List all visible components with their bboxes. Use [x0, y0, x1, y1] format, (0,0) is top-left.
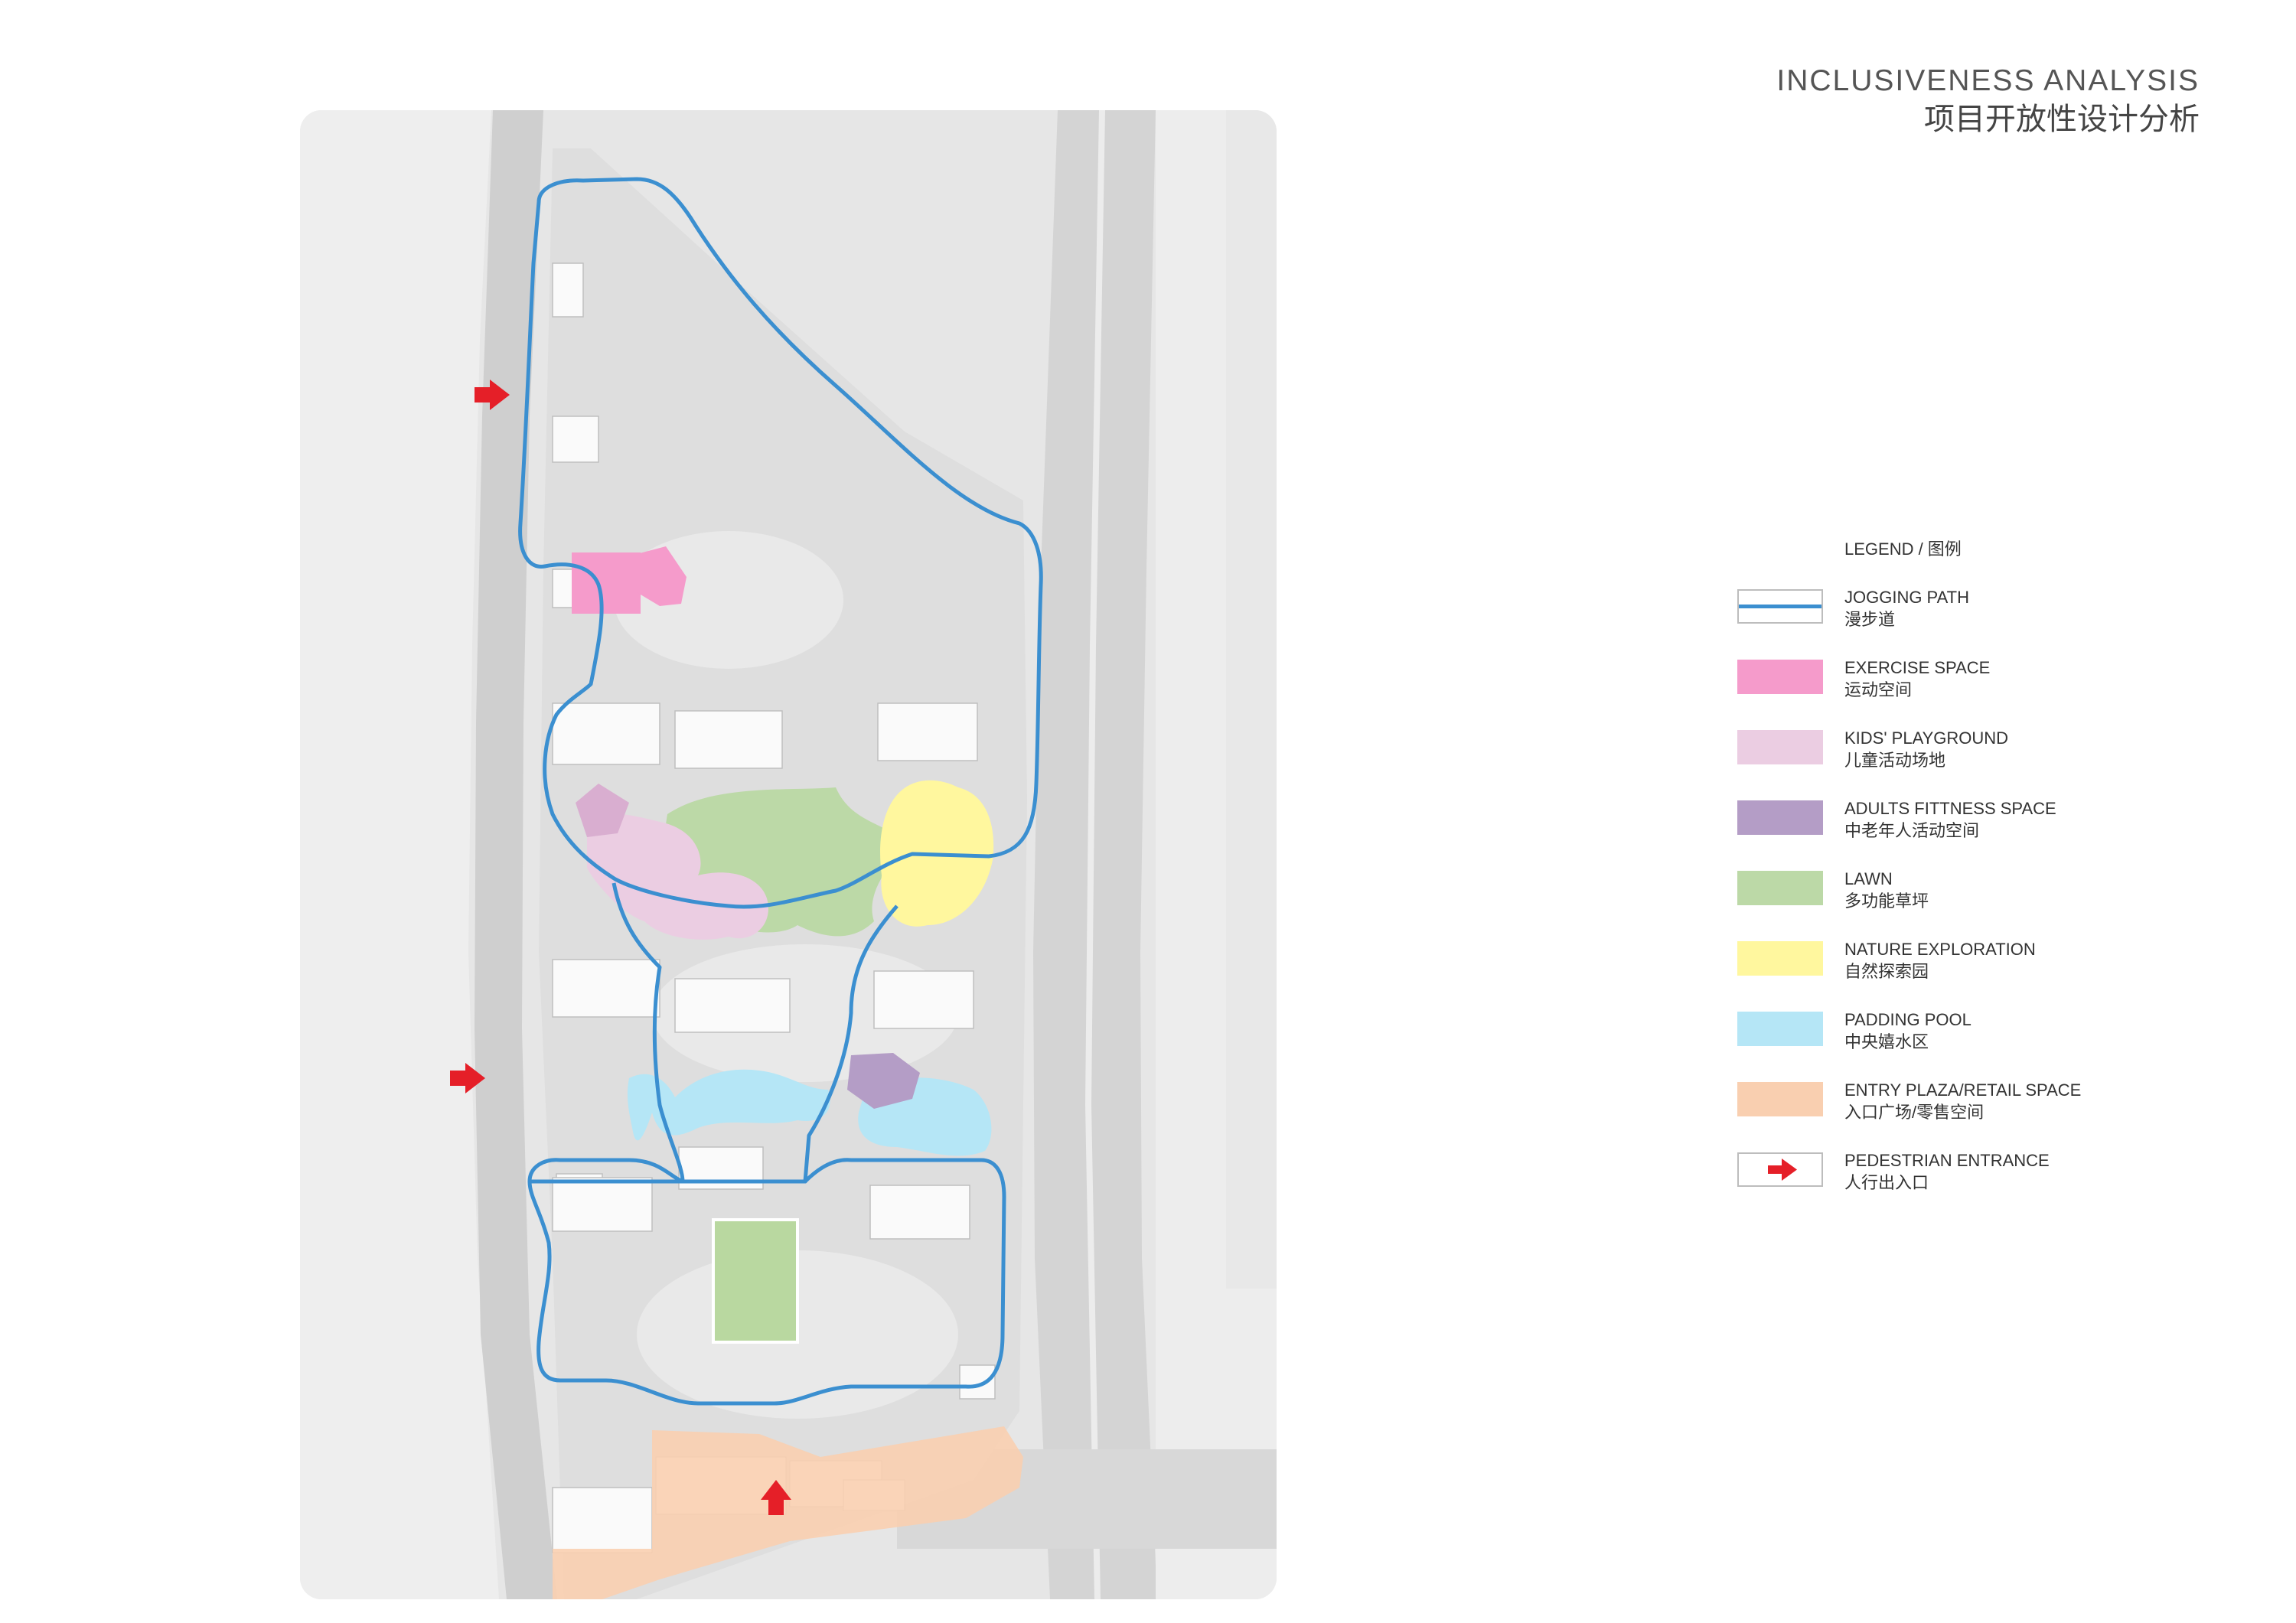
- title-block: INCLUSIVENESS ANALYSIS 项目开放性设计分析: [1776, 63, 2200, 139]
- legend-text: LAWN 多功能草坪: [1844, 868, 1929, 912]
- west-road: [475, 110, 557, 1599]
- legend-label-en: KIDS' PLAYGROUND: [1844, 728, 2009, 748]
- zone-exercise-space: [572, 552, 641, 614]
- zone-kids-playground-accent: [576, 784, 629, 837]
- exercise-space-swatch: [1737, 660, 1823, 694]
- title-chinese: 项目开放性设计分析: [1924, 103, 2200, 136]
- legend-label-cn: 中老年人活动空间: [1844, 821, 1980, 840]
- legend-label-cn: 人行出入口: [1844, 1173, 1929, 1192]
- legend-item-entry-plaza: ENTRY PLAZA/RETAIL SPACE 入口广场/零售空间: [1737, 1079, 2212, 1128]
- legend-item-pedestrian-entrance: PEDESTRIAN ENTRANCE 人行出入口: [1737, 1149, 2212, 1198]
- entrance-arrow-west: [450, 1063, 485, 1093]
- east-road-median: [1085, 110, 1105, 1599]
- legend-item-lawn: LAWN 多功能草坪: [1737, 868, 2212, 917]
- legend-title: LEGEND / 图例: [1844, 539, 1962, 559]
- legend-label-cn: 入口广场/零售空间: [1844, 1103, 1985, 1122]
- kids-playground-swatch: [1737, 730, 1823, 764]
- legend-label-cn: 中央嬉水区: [1844, 1032, 1929, 1051]
- east-road: [1033, 110, 1157, 1599]
- legend-item-padding-pool: PADDING POOL 中央嬉水区: [1737, 1009, 2212, 1058]
- zone-entry-plaza: [553, 1426, 1023, 1599]
- pedestrian-entrance-swatch: [1737, 1152, 1823, 1187]
- site-plan-svg: [300, 110, 1277, 1599]
- entry-plaza-swatch: [1737, 1082, 1823, 1116]
- legend-label-cn: 儿童活动场地: [1844, 751, 1946, 770]
- padding-pool-swatch: [1737, 1012, 1823, 1046]
- legend-label-en: LAWN: [1844, 869, 1893, 888]
- adults-fitness-space-swatch: [1737, 800, 1823, 835]
- legend-label-cn: 多功能草坪: [1844, 891, 1929, 911]
- legend-item-nature-exploration: NATURE EXPLORATION 自然探索园: [1737, 938, 2212, 987]
- zone-padding-pool-west: [627, 1069, 830, 1141]
- east-green-band: [1226, 110, 1277, 1289]
- red-arrow-icon: [1768, 1159, 1797, 1181]
- legend-label-cn: 自然探索园: [1844, 962, 1929, 981]
- left-green-strip: [300, 110, 499, 1599]
- zone-kids-playground: [587, 813, 768, 940]
- legend-item-adults-fitness-space: ADULTS FITTNESS SPACE 中老年人活动空间: [1737, 797, 2212, 846]
- lawn-swatch: [1737, 871, 1823, 905]
- site-plan-map: [300, 110, 1277, 1599]
- legend-text: EXERCISE SPACE 运动空间: [1844, 657, 1990, 701]
- zone-exercise-space-curve: [637, 546, 687, 606]
- legend-label-en: PEDESTRIAN ENTRANCE: [1844, 1151, 2050, 1170]
- nature-exploration-swatch: [1737, 941, 1823, 976]
- legend-item-kids-playground: KIDS' PLAYGROUND 儿童活动场地: [1737, 727, 2212, 776]
- legend-text: ADULTS FITTNESS SPACE 中老年人活动空间: [1844, 797, 2056, 842]
- legend-label-en: ADULTS FITTNESS SPACE: [1844, 799, 2056, 818]
- legend-text: PEDESTRIAN ENTRANCE 人行出入口: [1844, 1149, 2050, 1194]
- pedestrian-entrance-arrows: [450, 380, 791, 1515]
- legend-text: ENTRY PLAZA/RETAIL SPACE 入口广场/零售空间: [1844, 1079, 2081, 1123]
- jogging-path-swatch: [1737, 589, 1823, 624]
- legend-label-cn: 运动空间: [1844, 680, 1913, 699]
- entrance-arrow-south: [761, 1480, 791, 1515]
- legend-label-cn: 漫步道: [1844, 610, 1896, 629]
- legend-label-en: NATURE EXPLORATION: [1844, 940, 2036, 959]
- legend-label-en: PADDING POOL: [1844, 1010, 1971, 1029]
- legend-text: PADDING POOL 中央嬉水区: [1844, 1009, 1971, 1053]
- legend-label-en: JOGGING PATH: [1844, 588, 1969, 607]
- jogging-path: [518, 177, 1043, 1406]
- legend-item-jogging-path: JOGGING PATH 漫步道: [1737, 586, 2212, 635]
- zone-adults-fitness-space: [847, 1053, 920, 1109]
- entrance-arrow-north-west: [475, 380, 510, 410]
- legend-item-exercise-space: EXERCISE SPACE 运动空间: [1737, 657, 2212, 706]
- title-english: INCLUSIVENESS ANALYSIS: [1776, 64, 2200, 97]
- legend-text: NATURE EXPLORATION 自然探索园: [1844, 938, 2036, 983]
- legend-label-en: EXERCISE SPACE: [1844, 658, 1991, 677]
- legend-text: JOGGING PATH 漫步道: [1844, 586, 1969, 631]
- legend-text: KIDS' PLAYGROUND 儿童活动场地: [1844, 727, 2008, 771]
- sport-court: [712, 1218, 799, 1344]
- legend-label-en: ENTRY PLAZA/RETAIL SPACE: [1844, 1080, 2082, 1100]
